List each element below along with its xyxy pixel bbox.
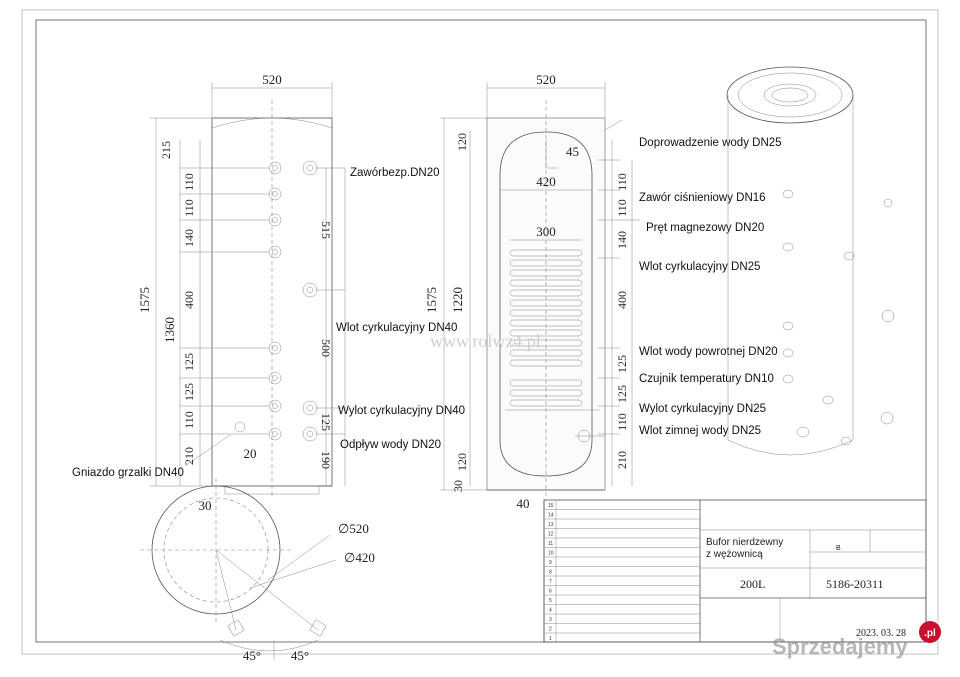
center-overall-1575: 1575 [424, 287, 439, 313]
left-dim-110c: 110 [182, 411, 196, 429]
title-date: 2023. 03. 28 [856, 628, 906, 639]
site-watermark-badge-text: .pl [924, 628, 936, 639]
title-code: 5186-20311 [826, 577, 884, 591]
label-pret-magnezowy: Pręt magnezowy DN20 [646, 222, 764, 234]
row-num: 2 [549, 627, 552, 633]
row-num: 14 [548, 513, 554, 519]
top-dim-d420: ∅420 [344, 550, 375, 565]
left-overall-1575: 1575 [137, 287, 152, 313]
center-dim-300: 300 [536, 224, 556, 239]
label-wlot-cyrk-dn25: Wlot cyrkulacyjny DN25 [639, 261, 760, 273]
center-dim-110c: 110 [615, 413, 629, 431]
center-dim-110b: 110 [615, 199, 629, 217]
label-odplyw-dn20: Odpływ wody DN20 [340, 439, 441, 451]
center-dim-120-top: 120 [455, 133, 469, 151]
row-num: 3 [549, 617, 552, 623]
site-watermark-badge [919, 621, 941, 643]
left-dim-140: 140 [182, 229, 196, 247]
label-wlot-zimnej-wody: Wlot zimnej wody DN25 [639, 425, 761, 437]
row-num: 11 [548, 541, 553, 547]
center-dim-400: 400 [615, 291, 629, 309]
left-dim-125a: 125 [182, 353, 196, 371]
title-field-b: B [836, 545, 841, 552]
center-dim-45: 45 [566, 144, 579, 159]
center-dim-420: 420 [536, 174, 556, 189]
label-wylot-cyrk-dn40: Wylot cyrkulacyjny DN40 [338, 405, 465, 417]
left-dim-125b: 125 [182, 383, 196, 401]
title-desc-line1: Bufor nierdzewny [706, 537, 783, 548]
center-dim-120-bottom: 120 [455, 453, 469, 471]
left-width-dim: 520 [262, 72, 282, 87]
row-num: 12 [548, 532, 554, 538]
left-dim-20: 20 [244, 446, 257, 461]
isometric-tank-view [726, 66, 895, 456]
heat-exchanger-coil [505, 249, 605, 443]
sheet-inner-border [35, 19, 927, 643]
site-watermark-text: Sprzedajemy [772, 634, 908, 659]
drawing-watermark: www.rolwz4.pl [430, 331, 541, 351]
label-zawor-cisnieniowy: Zawór ciśnieniowy DN16 [639, 192, 766, 204]
left-dim-190: 190 [319, 451, 333, 469]
title-volume: 200L [740, 577, 765, 591]
row-num: 4 [549, 608, 552, 614]
row-num: 9 [549, 560, 552, 566]
label-wlot-wody-powrotnej: Wlot wody powrotnej DN20 [639, 346, 778, 358]
center-dim-40: 40 [517, 496, 530, 511]
row-num: 6 [549, 589, 552, 595]
row-num: 13 [548, 522, 554, 528]
row-num: 8 [549, 570, 552, 576]
title-desc-line2: z wężownicą [706, 549, 763, 560]
center-dim-125a: 125 [615, 355, 629, 373]
row-num: 15 [548, 503, 554, 509]
center-dim-140: 140 [615, 231, 629, 249]
center-dim-125b: 125 [615, 385, 629, 403]
label-doprowadzenie-wody: Doprowadzenie wody DN25 [639, 137, 782, 149]
label-czujnik-temperatury: Czujnik temperatury DN10 [639, 373, 774, 385]
site-watermark: Sprzedajemy .pl [772, 621, 941, 659]
center-section-view: 520 420 300 45 [424, 72, 782, 511]
top-angle-right: 45° [291, 648, 309, 663]
top-angle-left: 45° [243, 648, 261, 663]
title-block: 15 14 13 12 11 10 9 8 7 6 5 4 3 2 1 Bufo… [543, 499, 927, 643]
top-plan-view: 30 ∅520 ∅420 45° 45° [140, 478, 375, 663]
label-wylot-cyrk-dn25: Wylot cyrkulacyjny DN25 [639, 403, 766, 415]
top-dim-30: 30 [199, 498, 212, 513]
label-zawor-bezp: Zawórbezp.DN20 [350, 167, 439, 179]
left-overall-1360: 1360 [162, 317, 177, 343]
label-wlot-cyrk-dn40: Wlot cyrkulacyjny DN40 [336, 322, 457, 334]
label-gniazdo-grzalki: Gniazdo grzalki DN40 [72, 467, 184, 479]
left-dim-110a: 110 [182, 173, 196, 191]
left-dim-210: 210 [182, 447, 196, 465]
left-dim-125c: 125 [319, 413, 333, 431]
row-num: 1 [549, 636, 552, 642]
left-dim-515: 515 [319, 221, 333, 239]
left-dim-500: 500 [319, 339, 333, 357]
row-num: 10 [548, 551, 554, 557]
center-dim-110a: 110 [615, 173, 629, 191]
center-dim-30: 30 [451, 480, 465, 492]
top-dim-d520: ∅520 [338, 521, 369, 536]
left-dim-215: 215 [159, 141, 173, 159]
center-dim-210: 210 [615, 451, 629, 469]
left-dim-400: 400 [182, 291, 196, 309]
sheet-outer-border [21, 9, 939, 655]
left-elevation-view: 520 [72, 72, 465, 496]
left-dim-110b: 110 [182, 199, 196, 217]
row-num: 7 [549, 579, 552, 585]
center-width-dim: 520 [536, 72, 556, 87]
center-dim-1220: 1220 [450, 287, 465, 313]
row-num: 5 [549, 598, 552, 604]
